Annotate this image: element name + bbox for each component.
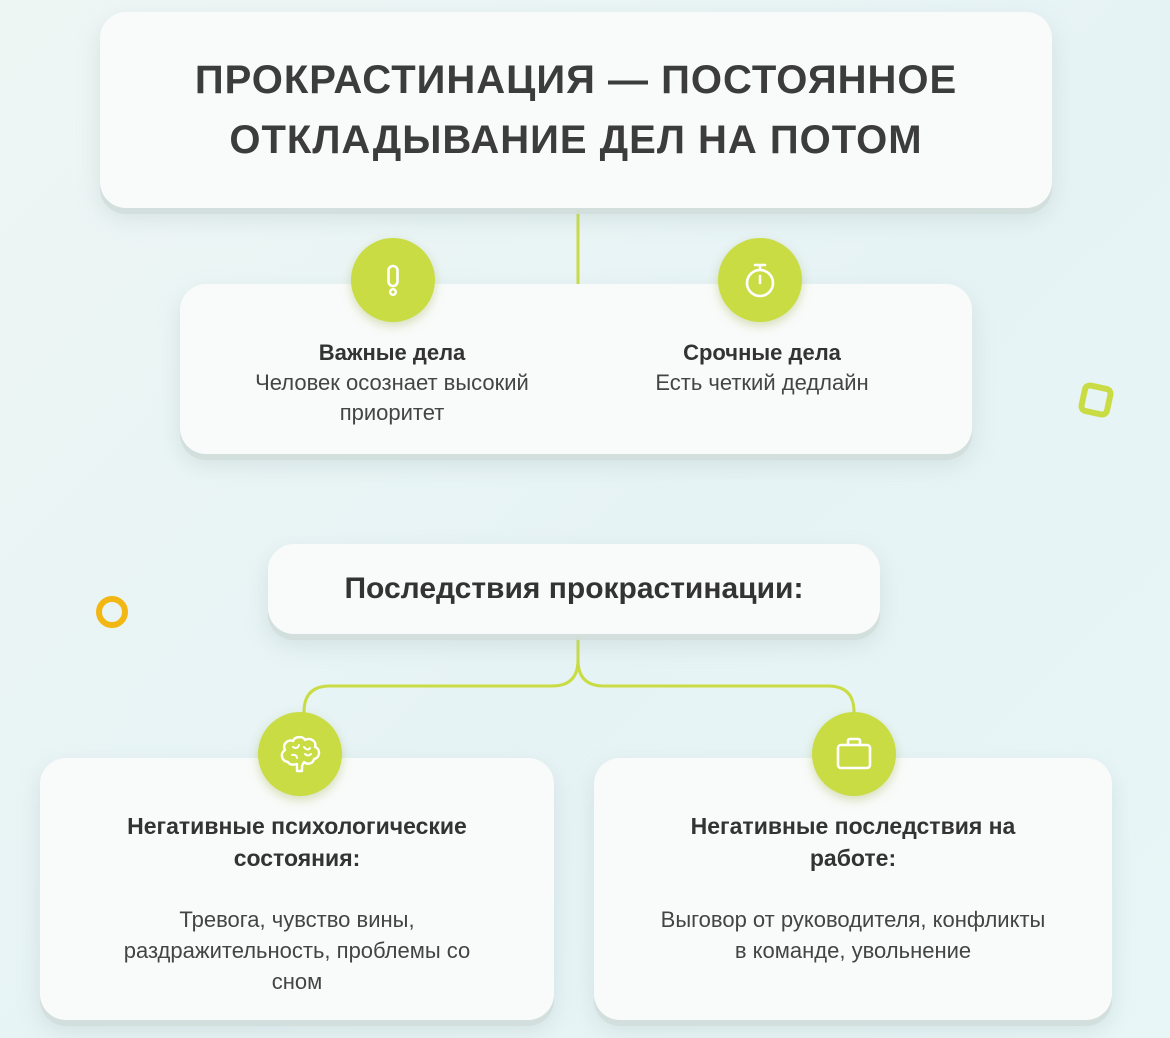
urgent-tasks-heading: Срочные дела [683,340,841,365]
title-card: ПРОКРАСТИНАЦИЯ — ПОСТОЯННОЕ ОТКЛАДЫВАНИЕ… [100,12,1052,208]
briefcase-icon [812,712,896,796]
procrastination-types-card: Важные дела Человек осознает высокий при… [180,284,972,454]
page-title: ПРОКРАСТИНАЦИЯ — ПОСТОЯННОЕ ОТКЛАДЫВАНИЕ… [194,58,958,162]
important-tasks-heading: Важные дела [318,340,466,365]
psychological-consequences-card: Негативные психологические состояния: Тр… [40,758,554,1020]
important-tasks-description: Человек осознает высокий приоритет [255,370,529,425]
stopwatch-icon [718,238,802,322]
psychological-consequences-heading: Негативные психологические состояния: [127,813,467,871]
decorative-ring-shape [96,596,128,628]
work-consequences-card: Негативные последствия на работе: Выгово… [594,758,1112,1020]
consequences-title-card: Последствия прокрастинации: [268,544,880,634]
urgent-tasks-item: Срочные дела Есть четкий дедлайн [592,338,932,398]
exclamation-icon [351,238,435,322]
work-consequences-description: Выговор от руководителя, конфликты в ком… [660,907,1046,963]
brain-icon [258,712,342,796]
important-tasks-item: Важные дела Человек осознает высокий при… [222,338,562,428]
work-consequences-heading: Негативные последствия на работе: [690,813,1016,871]
consequences-title: Последствия прокрастинации: [344,572,804,605]
urgent-tasks-description: Есть четкий дедлайн [655,370,869,395]
psychological-consequences-description: Тревога, чувство вины, раздражительность… [123,907,471,994]
decorative-square-shape [1078,382,1114,418]
